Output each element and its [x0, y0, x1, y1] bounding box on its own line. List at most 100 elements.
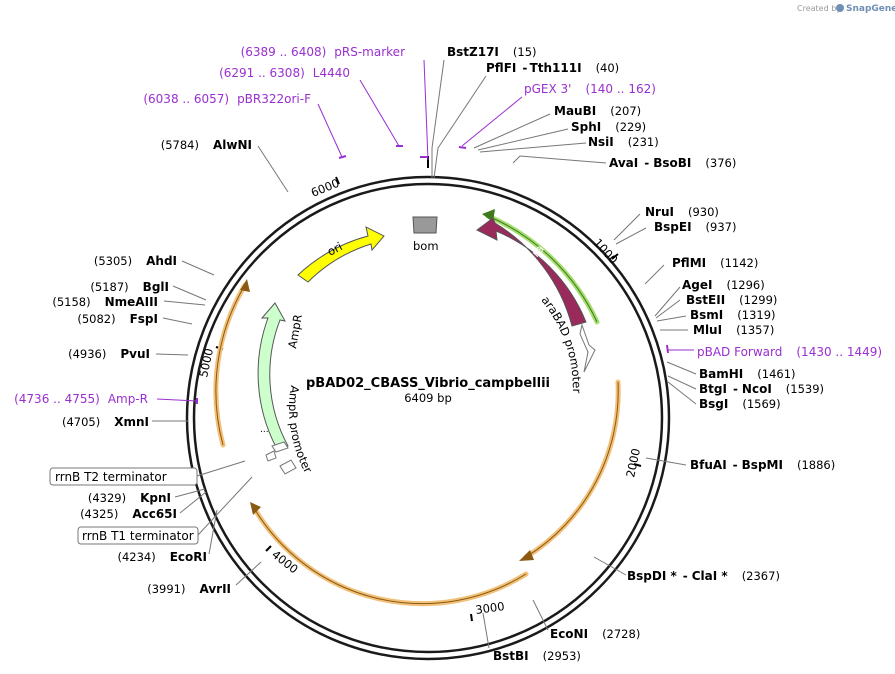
leader-acc65i: [179, 491, 207, 514]
enzyme-bgli[interactable]: (5187)BglI: [90, 280, 169, 294]
primer-pbad-forward[interactable]: pBAD Forward(1430 .. 1449): [697, 345, 882, 359]
ampr-promoter-arrow[interactable]: [271, 441, 289, 453]
enzyme-acc65i[interactable]: (4325)Acc65I: [80, 507, 177, 521]
leader-pflmi: [644, 264, 665, 285]
rrnb-t2-label: rrnB T2 terminator: [55, 470, 167, 484]
enzyme-nsii[interactable]: NsiI(231): [588, 135, 659, 149]
leader-bsgi: [667, 381, 697, 405]
credit-brand: SnapGene: [846, 4, 895, 14]
bom-label: bom: [413, 239, 439, 253]
leader-maubi: [473, 113, 551, 149]
enzyme-bstz17i[interactable]: BstZ17I(15): [447, 45, 537, 59]
leader-alwni: [257, 145, 289, 193]
enzyme-bspei[interactable]: BspEI(937): [654, 220, 736, 234]
leader-lines: [152, 59, 697, 649]
enzyme-mlui[interactable]: MluI(1357): [693, 323, 774, 337]
leader-bspei: [615, 227, 647, 245]
leader-pgex: [461, 96, 523, 147]
enzyme-alwni[interactable]: (5784)AlwNI: [161, 138, 252, 152]
bom-feature[interactable]: [412, 216, 438, 234]
enzyme-agei[interactable]: AgeI(1296): [682, 278, 765, 292]
enzyme-ahdi[interactable]: (5305)AhdI: [94, 254, 177, 268]
enzyme-sphi[interactable]: SphI(229): [571, 120, 646, 134]
arac-feature[interactable]: [476, 217, 587, 327]
enzyme-bstbi[interactable]: BstBI(2953): [493, 649, 581, 663]
rrnb-t1-box[interactable]: [77, 526, 199, 545]
enzyme-bspdi-clai[interactable]: BspDI *-ClaI *(2367): [627, 569, 780, 583]
enzyme-fspi[interactable]: (5082)FspI: [77, 312, 158, 326]
enzyme-bsmi[interactable]: BsmI(1319): [690, 308, 776, 322]
leader-bgli: [172, 285, 207, 301]
leader-bspdi: [593, 556, 627, 576]
leader-kpni: [174, 488, 206, 498]
orf-left-arc-core: [215, 284, 246, 446]
rrnb-t2-box[interactable]: [49, 467, 198, 486]
plasmid-name: pBAD02_CBASS_Vibrio_campbellii: [306, 376, 550, 391]
enzyme-btgi-ncoi[interactable]: BtgI-NcoI(1539): [699, 382, 824, 396]
enzyme-econi[interactable]: EcoNI(2728): [550, 627, 640, 641]
ruler-tick-4000: [265, 545, 272, 552]
orf-right-arrow-icon: [519, 550, 534, 561]
primer-mark-pgex: [458, 146, 467, 149]
enzyme-maubi[interactable]: MauBI(207): [554, 104, 641, 118]
leader-bsmi: [656, 315, 687, 322]
ori-feature[interactable]: [297, 226, 385, 283]
enzyme-pvui[interactable]: (4936)PvuI: [68, 347, 150, 361]
leader-amp-r: [156, 398, 198, 402]
leader-ahdi: [181, 260, 215, 276]
enzyme-pflmi[interactable]: PflMI(1142): [672, 256, 758, 270]
credit-prefix: Created by: [797, 4, 841, 13]
enzyme-pflfi-tth111i[interactable]: PflFI-Tth111I(40): [486, 61, 619, 75]
ruler-tick-2000: [633, 463, 642, 467]
enzyme-nmeaiii[interactable]: (5158)NmeAIII: [52, 295, 158, 309]
leader-nmeaiii: [163, 300, 206, 306]
orf-right-arc-core: [525, 381, 619, 558]
leader-econi: [532, 599, 549, 631]
ampr-feature[interactable]: [257, 302, 289, 448]
ruler-tick-6000: [335, 176, 340, 185]
leader-l4440: [359, 79, 400, 147]
snapgene-logo-icon: [836, 4, 844, 12]
arabad-promoter-arrow[interactable]: [579, 323, 596, 373]
leader-fspi: [162, 317, 193, 325]
enzyme-avai-bsobi[interactable]: AvaI-BsoBI(376): [609, 156, 736, 170]
ruler-label-3000: 3000: [474, 599, 505, 617]
enzyme-bsteii[interactable]: BstEII(1299): [686, 293, 777, 307]
orf-bottom-arrow-icon: [250, 502, 261, 515]
primer-prs-marker[interactable]: (6389 .. 6408)pRS-marker: [241, 45, 405, 59]
enzyme-avrii[interactable]: (3991)AvrII: [147, 582, 231, 596]
leader-bstbi: [482, 612, 490, 649]
terminator-labels: rrnB T2 terminator rrnB T1 terminator: [49, 467, 199, 545]
primer-mark-pbad: [666, 344, 669, 354]
primer-pbr322ori-f[interactable]: (6038 .. 6057)pBR322ori-F: [143, 92, 311, 106]
enzyme-nrui[interactable]: NruI(930): [645, 205, 719, 219]
ruler-tick-1000: [611, 253, 619, 260]
ruler-label-1000: 1000: [591, 236, 621, 267]
leader-bfuai: [645, 457, 687, 466]
rrnb-t2-small-arrow: [265, 450, 277, 462]
leader-avrii: [235, 561, 262, 586]
leader-pvui: [155, 353, 189, 356]
orf-arcs: [213, 209, 621, 607]
leader-ecori: [208, 509, 218, 555]
primer-pgex-3[interactable]: pGEX 3'(140 .. 162): [524, 82, 656, 96]
orf-left-arrow-icon: [240, 279, 250, 292]
enzyme-bsgi[interactable]: BsgI(1569): [699, 397, 781, 411]
ruler-tick-3000: [470, 613, 473, 622]
primer-amp-r[interactable]: (4736 .. 4755)Amp-R: [14, 392, 148, 406]
leader-sphi: [477, 128, 569, 151]
enzyme-bfuai-bspmi[interactable]: BfuAI-BspMI(1886): [690, 458, 835, 472]
backbone-inner-ring: [192, 182, 664, 654]
leader-rrnb-t2: [196, 460, 246, 477]
enzyme-xmni[interactable]: (4705)XmnI: [62, 415, 149, 429]
enzyme-bamhi[interactable]: BamHI(1461): [699, 367, 796, 381]
enzyme-ecori[interactable]: (4234)EcoRI: [117, 550, 207, 564]
snapgene-credit: Created by SnapGene: [797, 4, 895, 14]
enzyme-labels: BstZ17I(15) PflFI-Tth111I(40) MauBI(207)…: [52, 45, 835, 663]
rrnb-t1-label: rrnB T1 terminator: [82, 529, 194, 543]
leader-bstz17i: [431, 59, 445, 178]
primer-leaders: [156, 59, 694, 402]
enzyme-kpni[interactable]: (4329)KpnI: [88, 491, 171, 505]
primer-l4440[interactable]: (6291 .. 6308)L4440: [219, 66, 350, 80]
